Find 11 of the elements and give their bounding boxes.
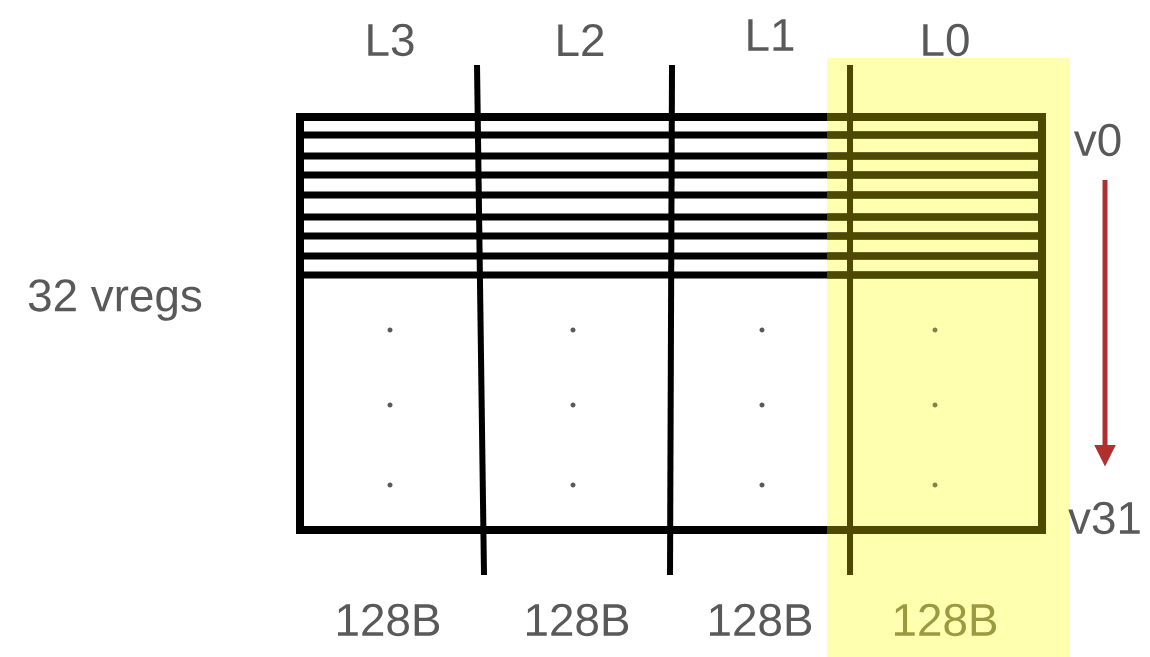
count-label: 32 vregs — [28, 279, 202, 321]
register-label: v0 — [1073, 123, 1121, 157]
lane-label: L0 — [923, 23, 969, 57]
size-label: 128B — [710, 603, 812, 637]
register-label: v31 — [1068, 501, 1140, 535]
size-label: 128B — [527, 603, 629, 637]
lane-label: L2 — [558, 24, 604, 56]
lane-label: L3 — [368, 23, 414, 57]
lane-label: L1 — [748, 19, 794, 51]
size-label: 128B — [895, 603, 997, 637]
size-label: 128B — [337, 603, 440, 637]
